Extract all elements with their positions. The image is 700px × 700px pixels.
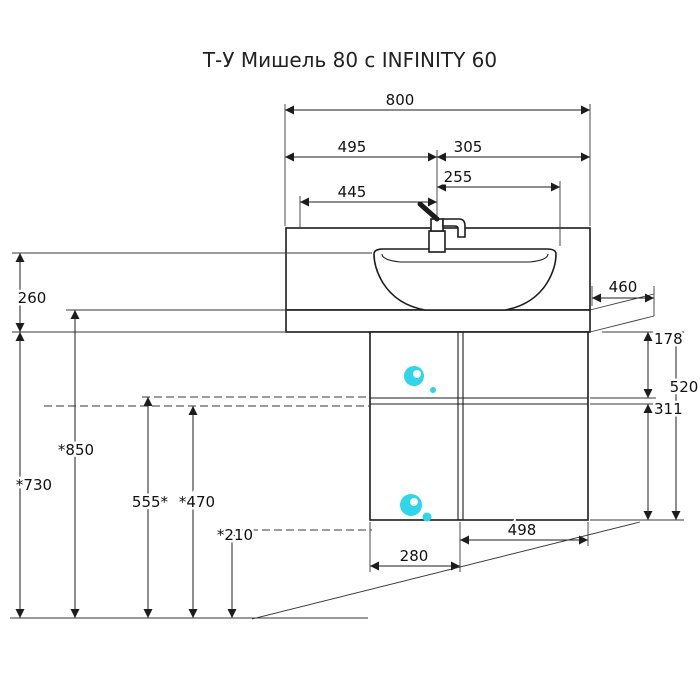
dimension-lines — [15, 105, 681, 618]
drawer-knob-bottom-dot-icon — [422, 512, 432, 522]
dimension-labels: 800 495 305 255 445 460 260 *730 *850 55… — [13, 89, 700, 568]
drawing-title: Т-У Мишель 80 с INFINITY 60 — [202, 48, 497, 72]
cabinet-body — [369, 331, 589, 521]
vanity-unit — [10, 150, 655, 620]
drawer-knob-top-dot-icon — [430, 387, 436, 393]
dim-label-311: 311 — [654, 400, 683, 418]
dim-label-800: 800 — [386, 91, 415, 109]
dim-label-305: 305 — [454, 138, 483, 156]
dim-label-495: 495 — [338, 138, 367, 156]
dim-label-850: *850 — [58, 441, 94, 459]
dim-label-178: 178 — [654, 330, 683, 348]
counter-depth-bottom-edge — [589, 315, 655, 333]
dim-label-555: 555* — [132, 493, 169, 511]
dim-label-255: 255 — [444, 168, 473, 186]
cabinet — [369, 331, 589, 522]
dim-label-470: *470 — [179, 493, 215, 511]
faucet-body — [428, 230, 446, 253]
drawer-knob-top-highlight — [413, 370, 421, 378]
countertop — [285, 309, 591, 333]
counter-depth-top-edge — [589, 293, 655, 311]
drawer-knob-bottom-icon — [400, 494, 422, 516]
dim-label-280: 280 — [400, 547, 429, 565]
faucet-spout — [442, 218, 466, 238]
floor-wall-diagonal — [251, 521, 641, 620]
dim-label-520: 520 — [670, 378, 699, 396]
vessel-basin — [373, 248, 557, 311]
dim-label-730: *730 — [16, 476, 52, 494]
dim-label-460: 460 — [609, 278, 638, 296]
dim-label-498: 498 — [508, 521, 537, 539]
dim-label-260: 260 — [18, 289, 47, 307]
faucet-handle — [417, 201, 440, 222]
basin-inner-rim — [381, 253, 549, 263]
dim-label-210: *210 — [217, 526, 253, 544]
dim-label-445: 445 — [338, 183, 367, 201]
basin-outer-rim — [373, 248, 557, 311]
drawer-knob-bottom-highlight — [410, 498, 418, 506]
